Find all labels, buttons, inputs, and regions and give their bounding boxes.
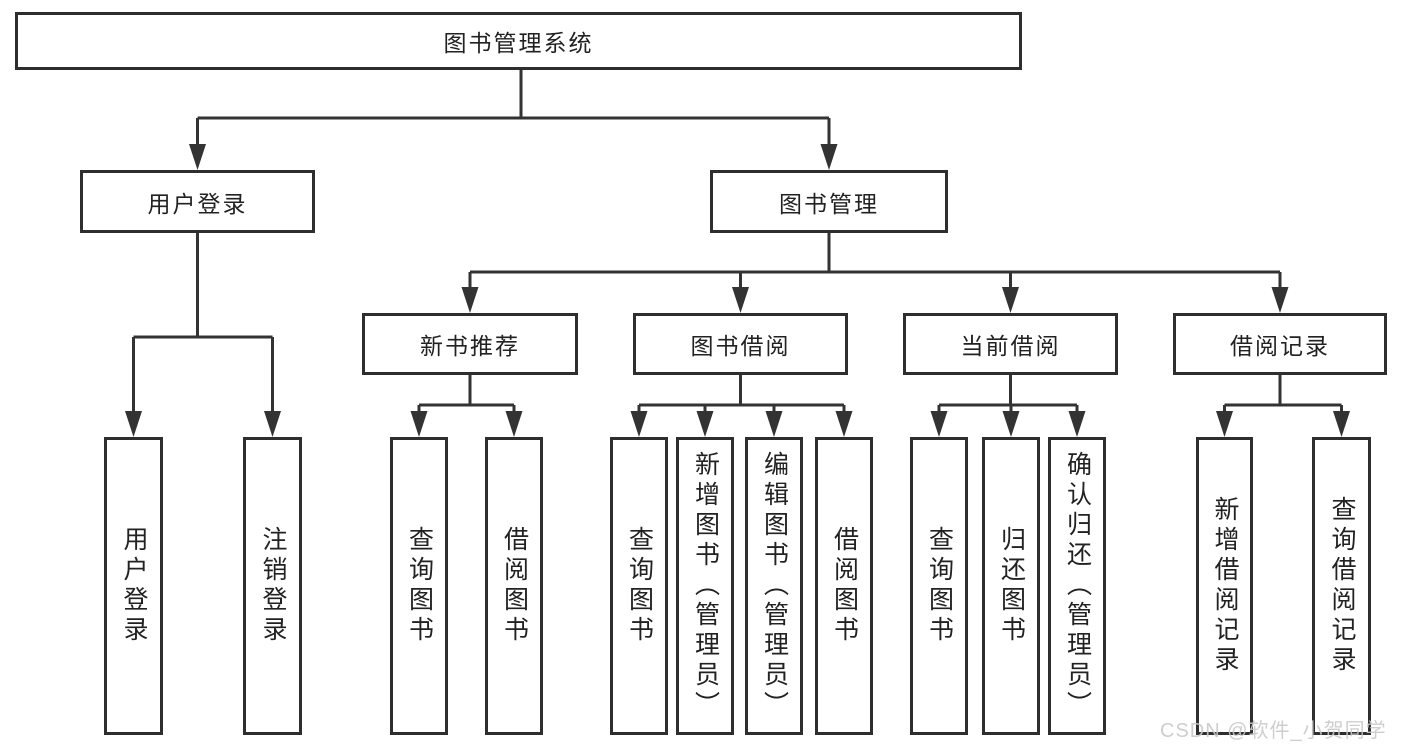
node-label: 查询图书 [625, 526, 654, 646]
arrow-down-icon [630, 411, 648, 437]
node-label: 借阅图书 [830, 526, 859, 646]
leaf-confirm-return-admin: 确认归还（管理员） [1048, 437, 1106, 735]
leaf-query-borrow-record: 查询借阅记录 [1312, 437, 1371, 735]
node-book-borrowing: 图书借阅 [633, 313, 848, 375]
arrow-down-icon [461, 287, 479, 313]
leaf-return-books: 归还图书 [982, 437, 1040, 735]
node-label: 借阅图书 [500, 526, 529, 646]
node-current-borrowing: 当前借阅 [903, 313, 1118, 375]
leaf-query-books-recommend: 查询图书 [390, 437, 448, 735]
leaf-query-books-current: 查询图书 [910, 437, 968, 735]
node-label: 确认归还（管理员） [1063, 451, 1092, 721]
arrow-down-icon [820, 144, 838, 170]
node-label: 查询图书 [405, 526, 434, 646]
node-label: 新书推荐 [420, 333, 520, 359]
leaf-user-login: 用户登录 [104, 437, 163, 735]
node-label: 新增图书（管理员） [691, 451, 720, 721]
arrow-down-icon [930, 411, 948, 437]
leaf-logout: 注销登录 [243, 437, 302, 735]
node-book-management: 图书管理 [710, 170, 948, 233]
watermark-text: CSDN @软件_小贺同学 [1160, 720, 1387, 742]
arrow-down-icon [1002, 287, 1019, 313]
node-label: 图书管理 [779, 190, 879, 217]
node-label: 查询借阅记录 [1328, 496, 1356, 676]
node-label: 用户登录 [147, 190, 248, 217]
arrow-down-icon [1002, 411, 1020, 437]
leaf-borrow-books-borrowing: 借阅图书 [815, 437, 873, 735]
node-label: 编辑图书（管理员） [760, 451, 789, 721]
leaf-add-books-admin: 新增图书（管理员） [676, 437, 734, 735]
arrow-down-icon [505, 411, 523, 437]
arrow-down-icon [1068, 411, 1086, 437]
node-label: 新增借阅记录 [1211, 496, 1239, 676]
node-label: 图书管理系统 [443, 30, 594, 56]
leaf-add-borrow-record: 新增借阅记录 [1196, 437, 1253, 735]
node-label: 用户登录 [120, 526, 148, 646]
node-borrowing-records: 借阅记录 [1173, 313, 1387, 375]
arrow-down-icon [1271, 287, 1289, 313]
arrow-down-icon [189, 144, 206, 170]
node-label: 当前借阅 [960, 333, 1061, 359]
leaf-edit-books-admin: 编辑图书（管理员） [745, 437, 803, 735]
arrow-down-icon [125, 411, 142, 437]
arrow-down-icon [410, 411, 428, 437]
arrow-down-icon [765, 411, 783, 437]
leaf-query-books-borrowing: 查询图书 [610, 437, 668, 735]
node-user-login: 用户登录 [80, 170, 315, 233]
node-label: 注销登录 [259, 526, 287, 646]
node-label: 图书借阅 [690, 333, 791, 359]
node-label: 查询图书 [925, 526, 954, 646]
arrow-down-icon [732, 287, 749, 313]
node-label: 归还图书 [997, 526, 1026, 646]
node-label: 借阅记录 [1230, 333, 1330, 359]
node-new-book-recommendation: 新书推荐 [362, 313, 578, 375]
arrow-down-icon [264, 411, 281, 437]
arrow-down-icon [835, 411, 853, 437]
arrow-down-icon [696, 411, 714, 437]
leaf-borrow-books-recommend: 借阅图书 [485, 437, 543, 735]
arrow-down-icon [1333, 411, 1350, 437]
node-library-management-system: 图书管理系统 [15, 12, 1022, 70]
arrow-down-icon [1216, 411, 1233, 437]
